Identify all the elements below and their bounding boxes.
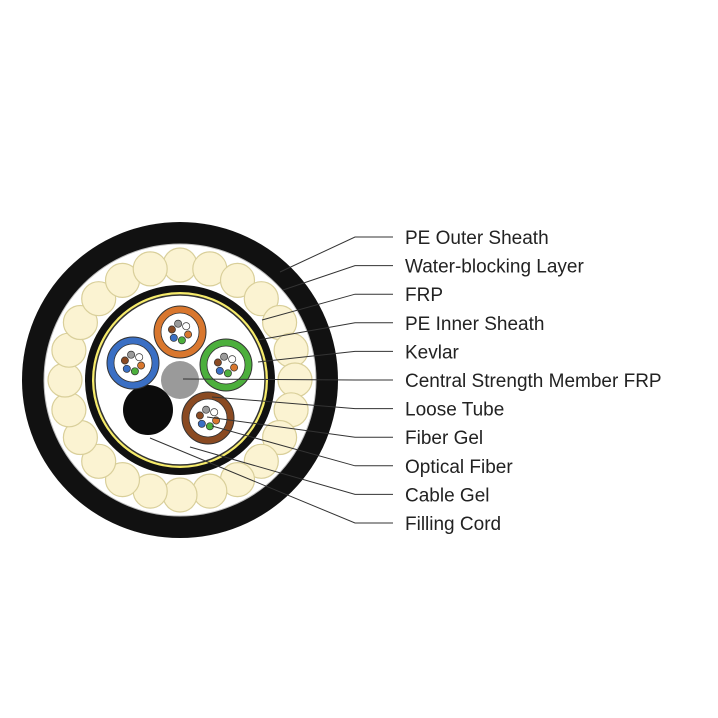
callout-label: Loose Tube xyxy=(405,400,504,421)
leader-line xyxy=(282,265,393,291)
fiber-gel xyxy=(206,345,246,385)
frp-rod xyxy=(219,262,256,298)
optical-fiber xyxy=(230,363,239,372)
callout-label: Central Strength Member FRP xyxy=(405,371,662,392)
optical-fiber xyxy=(137,361,146,370)
frp-rod xyxy=(192,473,228,509)
frp-rod xyxy=(243,281,279,317)
frp-rod xyxy=(104,462,141,498)
optical-fiber xyxy=(184,330,193,339)
frp-rod xyxy=(273,332,309,368)
callout-label: FRP xyxy=(405,285,443,306)
optical-fiber xyxy=(174,319,183,328)
optical-fiber xyxy=(135,353,144,362)
frp-rod xyxy=(47,362,83,398)
optical-fiber xyxy=(127,350,136,359)
callout-label: Cable Gel xyxy=(405,485,490,506)
optical-fiber xyxy=(195,411,204,420)
fiber-gel xyxy=(160,312,200,352)
frp-rod xyxy=(81,443,117,479)
loose-tube xyxy=(181,391,235,445)
frp-rod xyxy=(162,247,198,283)
callout-label: Filling Cord xyxy=(405,514,501,535)
leader-line xyxy=(257,322,393,341)
frp-rod xyxy=(62,304,99,341)
leader-line xyxy=(211,425,393,467)
optical-fiber xyxy=(122,364,131,373)
loose-tube xyxy=(199,338,253,392)
frp-rod xyxy=(51,392,87,428)
callout-label: Fiber Gel xyxy=(405,428,483,449)
callout-label: Kevlar xyxy=(405,342,460,363)
leader-line xyxy=(149,437,393,524)
filling-cord xyxy=(123,385,173,435)
optical-fiber xyxy=(130,367,139,376)
optical-fiber xyxy=(177,336,186,345)
leader-line xyxy=(182,378,393,381)
optical-fiber xyxy=(182,322,191,331)
optical-fiber xyxy=(202,405,211,414)
callout-label: Water-blocking Layer xyxy=(405,257,584,278)
optical-fiber xyxy=(210,408,219,417)
loose-tube xyxy=(153,305,207,359)
leader-line xyxy=(261,293,393,321)
callout-label: PE Inner Sheath xyxy=(405,314,544,335)
optical-fiber xyxy=(223,369,232,378)
frp-rod xyxy=(81,281,117,317)
leader-line xyxy=(279,236,393,273)
optical-fiber xyxy=(215,366,224,375)
callout-label: PE Outer Sheath xyxy=(405,228,549,249)
frp-rod xyxy=(162,477,198,513)
leader-line xyxy=(257,350,393,363)
leader-line xyxy=(189,446,393,495)
optical-fiber xyxy=(228,355,237,364)
callout-label: Optical Fiber xyxy=(405,457,513,478)
optical-fiber xyxy=(169,333,178,342)
optical-fiber xyxy=(120,356,129,365)
fiber-gel xyxy=(113,343,153,383)
optical-fiber xyxy=(220,352,229,361)
loose-tubes xyxy=(106,305,253,445)
leader-line xyxy=(206,416,393,438)
leader-line xyxy=(211,396,393,410)
optical-fiber xyxy=(167,325,176,334)
loose-tube xyxy=(106,336,160,390)
optical-fiber xyxy=(197,419,206,428)
frp-rod xyxy=(132,251,168,287)
fiber-gel xyxy=(188,398,228,438)
central-strength-member-frp xyxy=(161,361,199,399)
optical-fiber xyxy=(213,358,222,367)
frp-rod xyxy=(262,419,298,456)
